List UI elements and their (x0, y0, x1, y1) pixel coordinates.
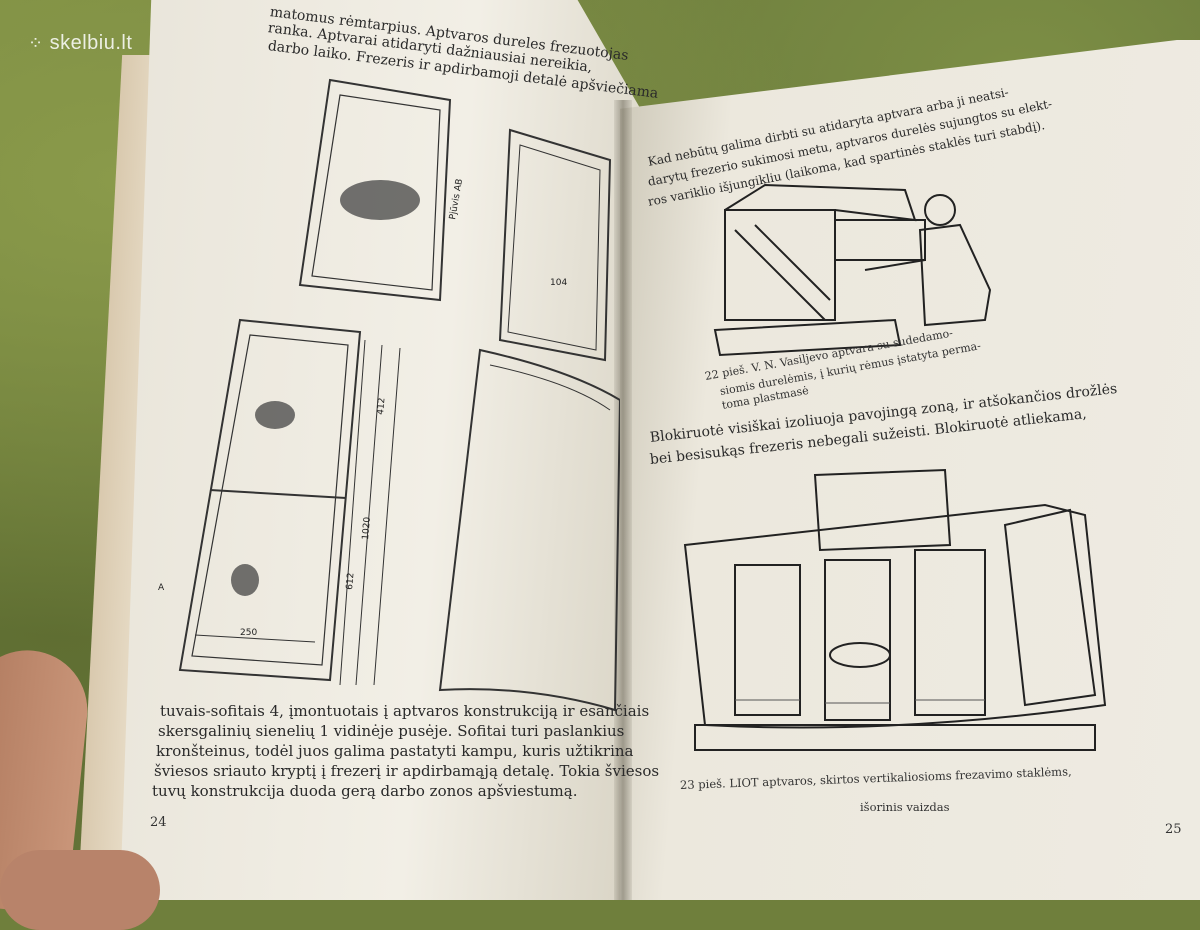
label-dim3: 1020 (361, 516, 373, 540)
right-page-number: 25 (1165, 822, 1182, 837)
left-bottom-line-1: tuvais-sofitais 4, įmontuotais į aptvaro… (160, 702, 650, 720)
label-section: Pjūvis AB (448, 178, 465, 220)
machine-body (724, 209, 836, 321)
machine-base (713, 318, 902, 357)
enclosure-technical-drawing: Pjūvis AB 104 412 1020 612 250 A (158, 78, 620, 712)
label-marker: A (158, 583, 165, 593)
left-bottom-line-3: kronšteinus, todėl juos galima pastatyti… (156, 742, 634, 760)
enclosure-window-1 (734, 564, 801, 716)
enclosure-base (694, 724, 1096, 751)
milling-machine-illustration (713, 183, 992, 357)
curved-side-panel (438, 348, 620, 712)
hand-thumb (0, 850, 160, 930)
right-page (620, 40, 1200, 900)
mesh-window-low (231, 564, 259, 596)
left-page-number: 24 (150, 815, 167, 830)
mesh-window-mid (255, 401, 295, 429)
left-bottom-line-2: skersgalinių sienelių 1 vidinėje pusėje.… (158, 722, 625, 740)
milling-table (829, 642, 891, 668)
watermark-text: skelbiu.lt (49, 32, 133, 54)
enclosure-window-2 (824, 559, 891, 721)
door-panel-top (298, 78, 452, 302)
mesh-window-top (340, 180, 420, 220)
label-dim1: 104 (550, 278, 567, 288)
left-bottom-line-5: tuvų konstrukcija duoda gerą darbo zonos… (152, 782, 578, 800)
worker-body (918, 223, 992, 327)
machine-column (813, 468, 952, 552)
caption-23-line-2: išorinis vaizdas (860, 800, 950, 814)
liot-enclosure-illustration (683, 468, 1107, 751)
book-gutter (614, 100, 632, 900)
enclosure-door (1003, 508, 1097, 707)
label-dim2: 412 (376, 397, 387, 415)
enclosure-window-3 (914, 549, 986, 716)
label-dim4: 612 (345, 572, 356, 590)
dots-grid-icon: ⁘ (28, 33, 44, 53)
watermark: ⁘skelbiu.lt (28, 32, 132, 55)
section-view (498, 128, 612, 362)
enclosure-frame (683, 503, 1107, 729)
left-bottom-line-4: šviesos sriauto kryptį į frezerį ir apdi… (154, 762, 660, 780)
left-page (120, 0, 640, 900)
front-frame (178, 318, 362, 682)
worker-head (924, 194, 956, 226)
label-dim5: 250 (240, 628, 257, 638)
